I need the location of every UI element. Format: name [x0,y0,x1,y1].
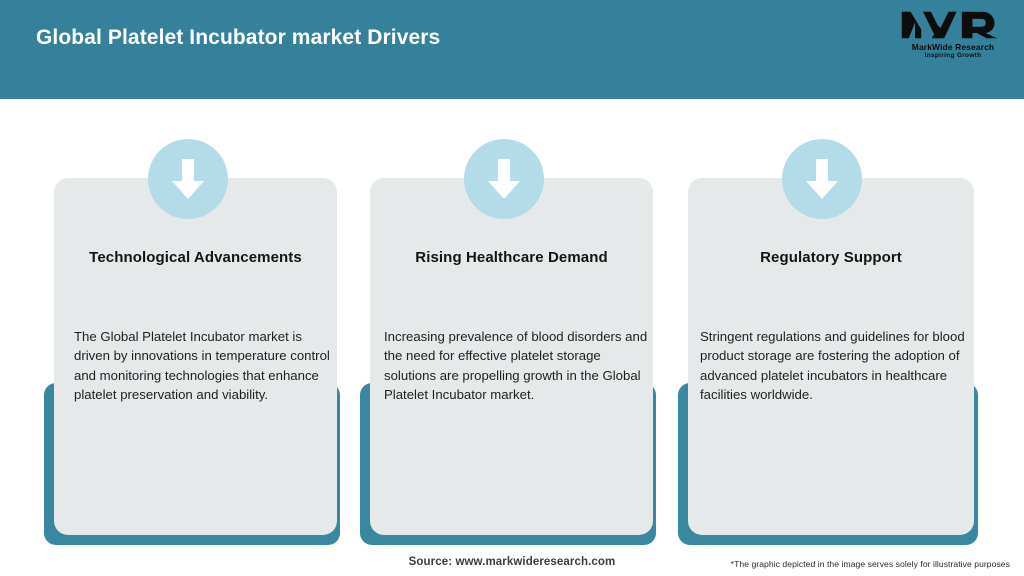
card-panel [54,178,337,535]
brand-logo: MarkWide Research Inspiring Growth [900,8,1006,66]
card-heading: Rising Healthcare Demand [415,249,608,266]
card-panel [688,178,974,535]
arrow-down-circle-icon [464,139,544,219]
card-body-text: Stringent regulations and guidelines for… [700,329,965,403]
arrow-down-icon [172,159,204,199]
disclaimer-label: *The graphic depicted in the image serve… [730,559,1010,569]
driver-card: Regulatory Support Stringent regulations… [674,99,990,545]
card-heading: Technological Advancements [89,249,302,266]
arrow-down-circle-icon [782,139,862,219]
card-body-text: Increasing prevalence of blood disorders… [384,329,648,403]
drivers-card-region: Technological Advancements The Global Pl… [0,99,1024,545]
arrow-down-icon [488,159,520,199]
logo-tagline: Inspiring Growth [924,52,982,59]
logo-company-name: MarkWide Research [911,42,995,52]
driver-card: Technological Advancements The Global Pl… [40,99,356,545]
card-panel [370,178,653,535]
mwr-logo-icon [901,11,998,39]
card-body-text: The Global Platelet Incubator market is … [74,329,330,403]
driver-card: Rising Healthcare Demand Increasing prev… [356,99,672,545]
header-banner [0,0,1024,99]
source-label: Source: www.markwideresearch.com [408,556,616,568]
card-heading: Regulatory Support [760,249,902,266]
arrow-down-circle-icon [148,139,228,219]
page-title: Global Platelet Incubator market Drivers [36,26,441,49]
arrow-down-icon [806,159,838,199]
